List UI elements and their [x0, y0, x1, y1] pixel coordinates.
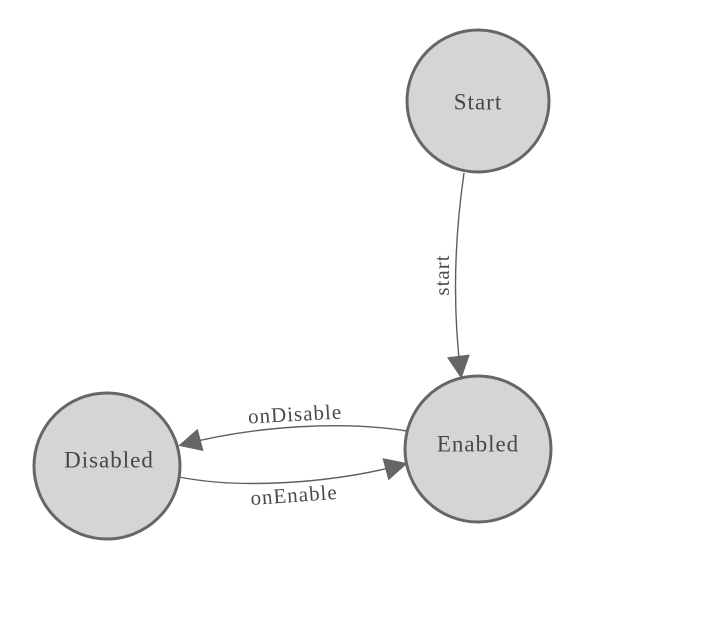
transition-start-path[interactable]	[447, 172, 470, 379]
transition-ondisable[interactable]: onDisable	[178, 400, 408, 452]
state-node-enabled[interactable]: Enabled	[403, 374, 553, 524]
state-circle-start[interactable]	[405, 28, 551, 174]
state-node-start[interactable]: Start	[405, 28, 551, 174]
state-label-start: Start	[454, 90, 502, 115]
transition-start-label: start	[430, 254, 454, 295]
transition-ondisable-path[interactable]	[178, 425, 408, 452]
state-circle-enabled[interactable]	[403, 374, 553, 524]
transition-onenable[interactable]: onEnable	[178, 458, 408, 510]
state-label-enabled: Enabled	[437, 432, 519, 457]
state-node-disabled[interactable]: Disabled	[32, 391, 182, 541]
state-circle-disabled[interactable]	[32, 391, 182, 541]
state-label-disabled: Disabled	[64, 448, 154, 473]
transition-start[interactable]: start	[430, 172, 470, 379]
transition-ondisable-label: onDisable	[247, 400, 342, 429]
transition-onenable-label: onEnable	[250, 480, 339, 510]
transition-onenable-path[interactable]	[178, 458, 408, 485]
